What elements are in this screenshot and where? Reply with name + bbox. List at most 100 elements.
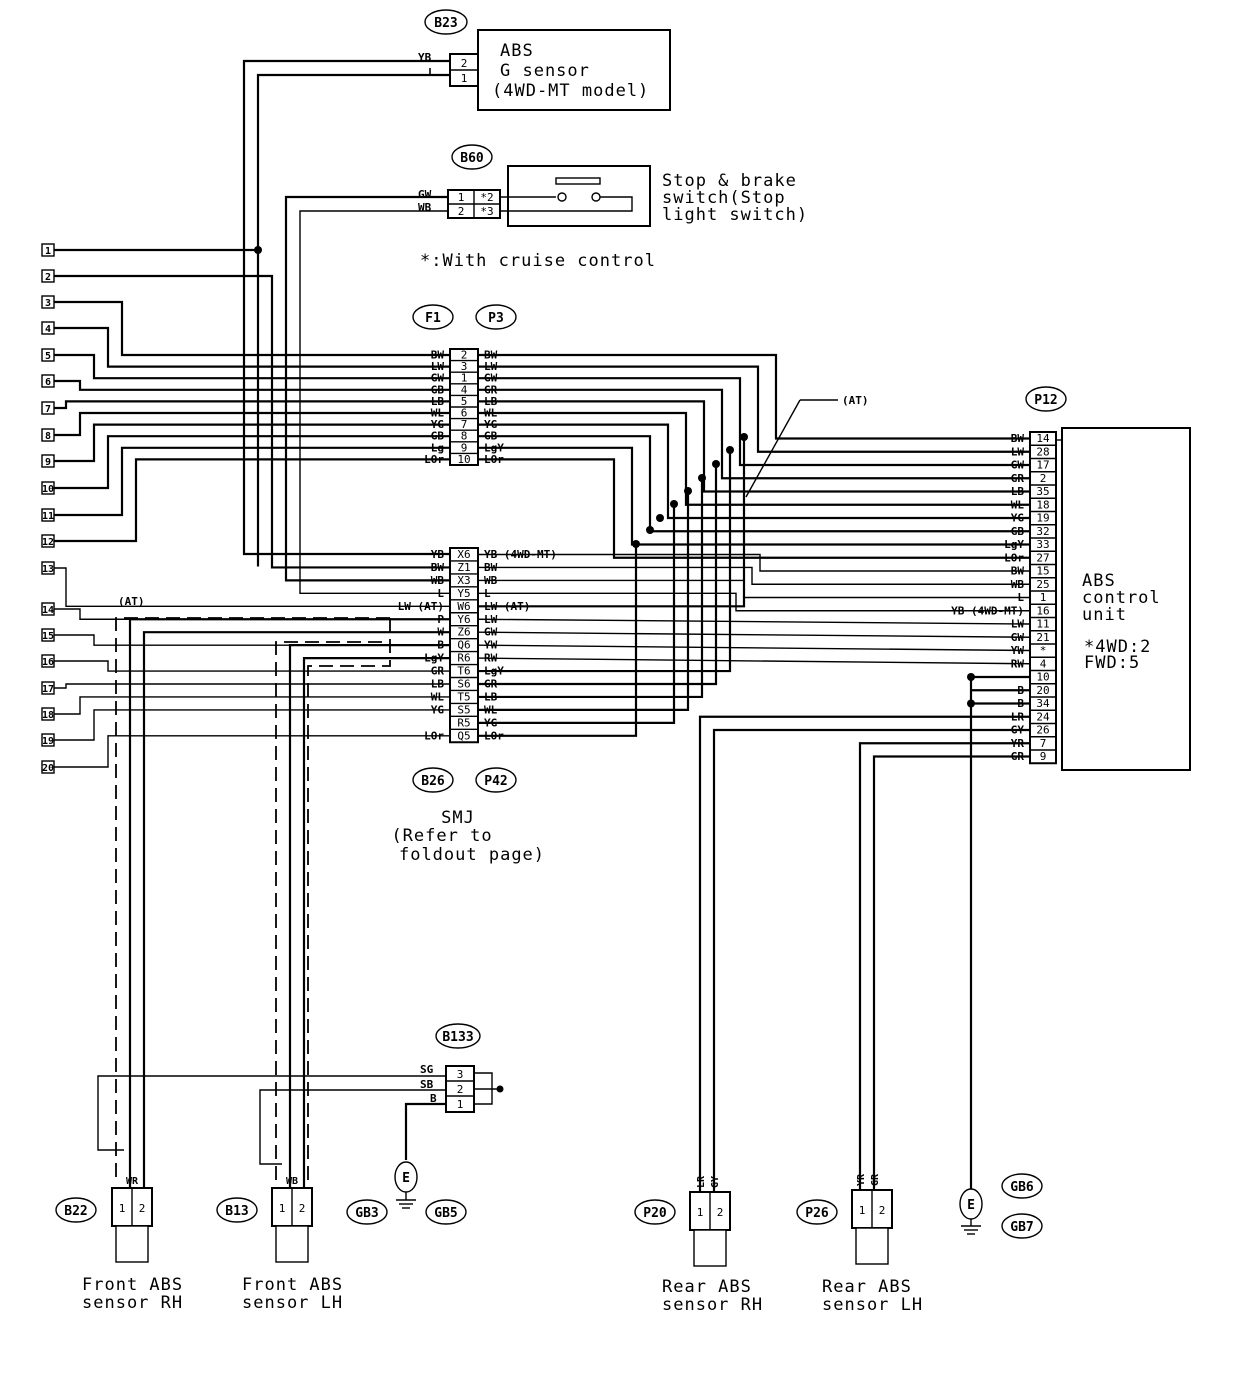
b26-p42-pin: W6 (457, 600, 470, 613)
b26-wire-label: LOr (424, 729, 444, 742)
p12-wire-label: GW (1011, 459, 1025, 472)
f1-p3-pin: 8 (461, 430, 468, 443)
p12-wire-label: WL (1011, 498, 1025, 511)
wire (478, 544, 638, 737)
connector-p20-tag: P20 (643, 1206, 667, 1221)
terminal-number: 11 (42, 511, 54, 522)
f1-p3-pin: 9 (461, 441, 468, 454)
p42-wire-label: LW (AT) (484, 600, 530, 613)
p12-body (1029, 431, 1057, 765)
f1-p3-pin: 7 (461, 418, 468, 431)
terminal-number: 14 (42, 605, 54, 616)
p42-wire-label: LB (484, 690, 498, 703)
p3-wire-label: BW (484, 349, 498, 362)
wire (115, 617, 390, 1182)
ground-gb6-gb7: E GB6 GB7 (959, 1173, 1043, 1239)
p12-pin: 20 (1036, 684, 1049, 697)
rear-lh-label-2: sensor LH (822, 1295, 923, 1315)
p12-wire-label: GR (1011, 750, 1025, 763)
p3-wire-label: GW (484, 372, 498, 385)
front-abs-sensor-rh: B22 1 2 WR Front ABS sensor RH (55, 1176, 182, 1313)
f1-wire-label: LOr (424, 453, 444, 466)
smj-label-1: SMJ (441, 808, 475, 828)
b26-wire-label: LB (431, 678, 445, 691)
splice-point (967, 699, 975, 708)
p12-wire-label: LgY (1004, 538, 1024, 551)
f1-wire-label: GW (431, 372, 445, 385)
p3-wire-label: LW (484, 360, 498, 373)
wire (478, 377, 1030, 467)
wire (478, 592, 1030, 612)
wire (54, 326, 450, 368)
b23-wire-l: L (428, 66, 435, 79)
f1-wire-label: LW (431, 360, 445, 373)
b133-wire-sb: SB (420, 1078, 434, 1091)
ground-label-right: E (967, 1198, 975, 1213)
p12-wire-label: GB (1011, 525, 1025, 538)
p42-wire-label: YB (4WD-MT) (484, 548, 557, 561)
p3-wire-label: WL (484, 407, 498, 420)
stop-switch-label-1: Stop & brake (662, 171, 797, 191)
smj-label-2: (Refer to (391, 826, 492, 846)
p12-wire-label: LR (1011, 710, 1025, 723)
wire (302, 657, 450, 1188)
terminal-number: 12 (42, 537, 54, 548)
wire (54, 274, 450, 569)
wire (478, 411, 1030, 506)
wire (54, 446, 450, 517)
p42-wire-label: WB (484, 574, 498, 587)
wire (478, 388, 1030, 480)
wire (54, 696, 450, 715)
p12-pin: 7 (1040, 737, 1047, 750)
p12-pin: 34 (1036, 697, 1050, 710)
control-unit-note-1: *4WD:2 (1084, 637, 1151, 657)
wire (54, 660, 450, 672)
wire (256, 73, 450, 567)
wire (477, 618, 1031, 625)
b133-pin-1: 1 (457, 1098, 464, 1111)
wire (478, 353, 1030, 440)
ground-gb7-tag: GB7 (1010, 1220, 1033, 1235)
f1-wire-label: GB (431, 430, 445, 443)
terminal-number: 1 (45, 246, 51, 257)
wire (478, 435, 1030, 533)
p12-pin: 28 (1036, 445, 1049, 458)
b26-p42-pin: T5 (457, 690, 470, 703)
b133-pin-3: 3 (457, 1068, 464, 1081)
b60-pin-star2: *2 (480, 191, 493, 204)
terminal-number: 8 (45, 431, 51, 442)
p12-pin: 21 (1036, 631, 1049, 644)
p12-pin: 18 (1036, 498, 1049, 511)
b26-wire-label: YB (431, 548, 445, 561)
connector-p12: 14BW28LW17GW2GR35LB18WL19YG32GB33LgY27LO… (951, 431, 1062, 765)
p3-wire-label: GR (484, 383, 498, 396)
wire (54, 411, 450, 437)
b26-p42-body (449, 547, 479, 744)
b60-pin-2: 2 (458, 205, 465, 218)
terminal-number: 18 (42, 710, 54, 721)
wire (698, 715, 1030, 1192)
rear-rh-pin-2: 2 (717, 1206, 724, 1219)
p12-wire-label: B (1017, 697, 1024, 710)
b26-p42-pin: Y6 (457, 613, 470, 626)
p42-wire-label: GW (484, 626, 498, 639)
wire (54, 300, 450, 357)
p42-wire-label: YW (484, 639, 498, 652)
b26-p42-pin: T6 (457, 665, 470, 678)
b26-wire-label: LW (AT) (398, 600, 444, 613)
wire (478, 423, 1030, 520)
b60-pin-star3: *3 (480, 205, 493, 218)
p3-wire-label: LgY (484, 441, 504, 454)
wire (54, 400, 450, 410)
p3-wire-label: LB (484, 395, 498, 408)
wire (478, 400, 1030, 493)
abs-control-unit: ABS control unit *4WD:2 FWD:5 (1061, 427, 1191, 771)
f1-p3-pin: 2 (461, 349, 468, 362)
connector-b23-tag: B23 (434, 16, 457, 31)
p12-wire-label: LW (1011, 618, 1025, 631)
p12-wire-label: BW (1011, 432, 1025, 445)
f1-p3-pin: 4 (461, 383, 468, 396)
wire (54, 567, 450, 607)
smj-label-3: foldout page) (399, 845, 545, 865)
